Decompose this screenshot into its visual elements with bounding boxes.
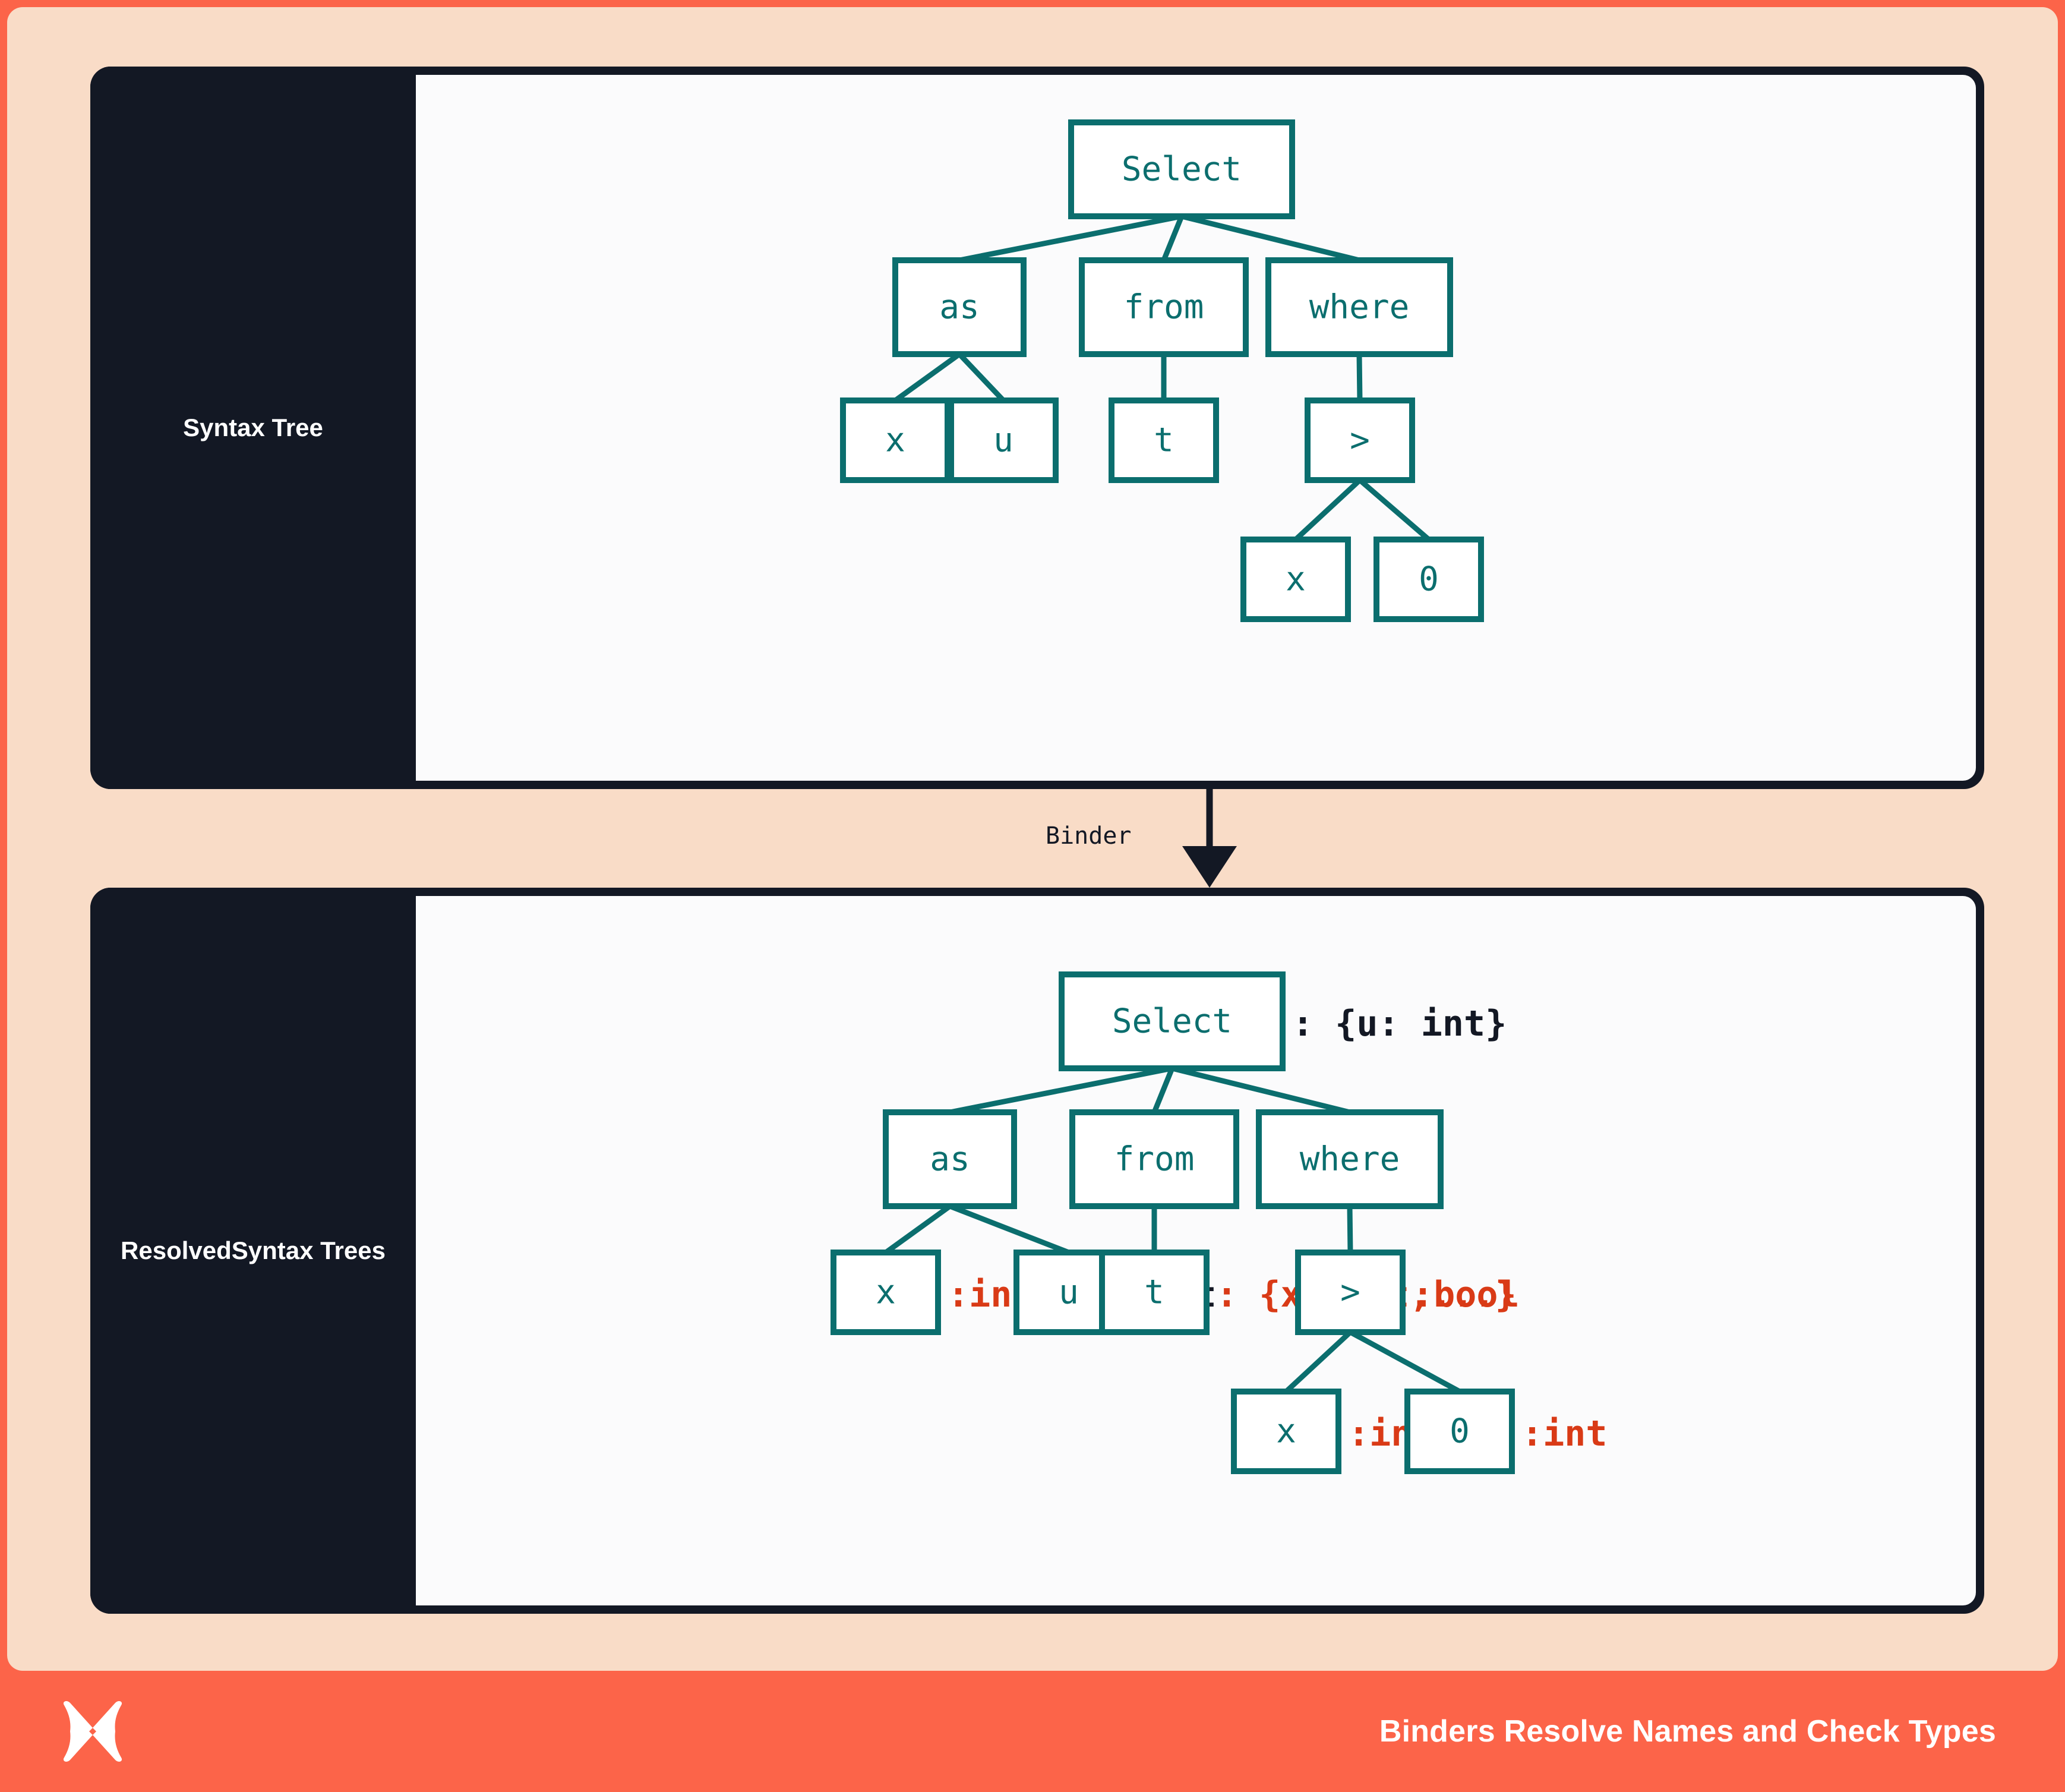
tree-edge <box>959 213 1182 263</box>
node-label: from <box>1114 1140 1195 1179</box>
tree-edge <box>1356 354 1363 401</box>
node-label: > <box>1340 1273 1360 1312</box>
node-box <box>1295 1250 1406 1335</box>
tree-edge <box>949 1065 1173 1115</box>
tree-node-select[interactable]: Select <box>1068 119 1295 219</box>
tree-node-from[interactable]: from <box>1079 257 1249 357</box>
panel-resolved-syntax-trees-label: Resolved Syntax Trees <box>90 888 416 1614</box>
tree-node-gt-0[interactable]: 0 <box>1373 537 1484 622</box>
panel-syntax-tree-label-text: Syntax Tree <box>183 414 323 442</box>
tree-node-as-x[interactable]: x <box>840 397 951 483</box>
tree-node-gt-x[interactable]: x:int <box>1231 1389 1434 1474</box>
node-box <box>1404 1389 1515 1474</box>
node-box <box>1240 537 1351 622</box>
node-label: x <box>876 1273 896 1312</box>
node-box <box>840 397 951 483</box>
tree-edge <box>1293 478 1362 542</box>
panel-resolved-label-line-1: Resolved <box>121 1236 232 1265</box>
node-box <box>1305 397 1415 483</box>
binder-arrow-icon <box>1182 789 1237 888</box>
node-box <box>948 397 1059 483</box>
tree-node-where[interactable]: where <box>1256 1109 1444 1209</box>
node-type-annotation: :bool <box>1412 1274 1520 1315</box>
tree-edge <box>893 352 961 403</box>
tree-edge <box>1349 1330 1461 1394</box>
node-label: > <box>1350 421 1370 460</box>
node-box <box>1231 1389 1341 1474</box>
node-box <box>883 1109 1017 1209</box>
tree-node-as-x[interactable]: x:int <box>831 1250 1034 1335</box>
node-box <box>892 257 1027 357</box>
tree-edges <box>893 213 1431 542</box>
tree-edge <box>1180 213 1360 263</box>
tree-node-as-u[interactable]: u <box>948 397 1059 483</box>
node-label: as <box>930 1140 970 1179</box>
footer-bar: Binders Resolve Names and Check Types <box>0 1671 2065 1792</box>
tree-node-as[interactable]: as <box>892 257 1027 357</box>
node-box <box>1069 1109 1239 1209</box>
node-label: where <box>1309 288 1410 327</box>
tree-edge <box>1161 215 1185 261</box>
node-box <box>1373 537 1484 622</box>
node-label: from <box>1124 288 1204 327</box>
tree-node-gt-0[interactable]: 0 :int <box>1404 1389 1608 1474</box>
binder-label: Binder <box>1046 822 1132 850</box>
node-label: 0 <box>1450 1412 1470 1451</box>
tree-edges <box>884 1065 1461 1394</box>
syntax-tree-graphic: Select as from where x u t > x 0 <box>840 119 1484 622</box>
node-box <box>1099 1250 1210 1335</box>
node-label: x <box>885 421 905 460</box>
node-box <box>1068 119 1295 219</box>
tree-node-as[interactable]: as <box>883 1109 1017 1209</box>
tree-node-gt-x[interactable]: x <box>1240 537 1351 622</box>
tree-edge <box>1151 1067 1175 1113</box>
tree-edge <box>884 1204 952 1255</box>
node-box <box>1265 257 1453 357</box>
node-label: where <box>1300 1140 1400 1179</box>
tree-node-where[interactable]: where <box>1265 257 1453 357</box>
node-box <box>1256 1109 1444 1209</box>
tree-edge <box>1358 478 1431 542</box>
tree-node-select[interactable]: Select : {u: int} <box>1059 971 1507 1071</box>
tree-node-from-t[interactable]: t <box>1109 397 1219 483</box>
node-label: as <box>939 288 979 327</box>
node-label: x <box>1286 560 1306 599</box>
tree-node-gt[interactable]: > <box>1305 397 1415 483</box>
node-box <box>1059 971 1286 1071</box>
node-box <box>1079 257 1249 357</box>
node-label: u <box>993 421 1013 460</box>
node-label: t <box>1144 1273 1164 1312</box>
node-box <box>831 1250 941 1335</box>
tree-edge <box>1284 1330 1353 1394</box>
node-label: x <box>1276 1412 1296 1451</box>
tree-node-from[interactable]: from <box>1069 1109 1239 1209</box>
footer-title: Binders Resolve Names and Check Types <box>1379 1714 1996 1749</box>
resolved-syntax-tree-graphic: Select : {u: int} as from where x:int u :int t : … <box>831 971 1608 1474</box>
panel-resolved-syntax-trees: Resolved Syntax Trees Select : {u: int} as… <box>90 888 1984 1614</box>
panel-resolved-syntax-trees-body: Select : {u: int} as from where x:int u :int t : … <box>416 896 1976 1605</box>
node-label: Select <box>1112 1002 1232 1041</box>
panel-syntax-tree-label: Syntax Tree <box>90 67 416 789</box>
node-label: u <box>1059 1273 1079 1312</box>
node-label: Select <box>1122 150 1242 189</box>
butterfly-x-logo-icon <box>63 1701 122 1762</box>
node-type-annotation: :int <box>1521 1413 1608 1455</box>
tree-edge <box>1171 1065 1351 1115</box>
node-label: 0 <box>1419 560 1439 599</box>
node-box <box>1109 397 1219 483</box>
tree-edge <box>957 352 1006 403</box>
tree-node-gt[interactable]: > :bool <box>1295 1250 1520 1335</box>
panel-resolved-label-line-2: Syntax Trees <box>231 1236 386 1265</box>
panel-syntax-tree-body: Select as from where x u t > x 0 <box>416 75 1976 781</box>
node-label: t <box>1154 421 1174 460</box>
node-type-annotation: : {u: int} <box>1292 1003 1507 1045</box>
panel-syntax-tree: Syntax Tree Select as from where x u t > x 0 <box>90 67 1984 789</box>
tree-edge <box>949 1203 1070 1255</box>
binder-transition: Binder <box>90 789 1984 888</box>
